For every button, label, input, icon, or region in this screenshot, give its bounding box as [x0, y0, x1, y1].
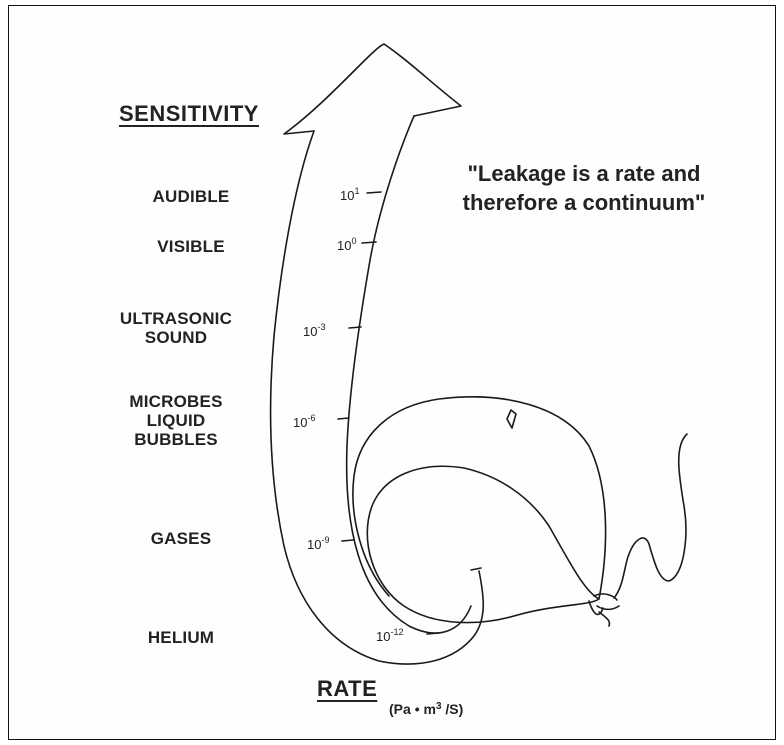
category-helium: HELIUM [111, 628, 251, 647]
category-ultrasonic-sound: ULTRASONIC SOUND [101, 309, 251, 347]
tick-line-1 [366, 191, 382, 194]
tick-label-4: 10-6 [293, 413, 315, 430]
sensitivity-heading: SENSITIVITY [119, 101, 259, 126]
balloon-icon [352, 396, 607, 624]
tick-line-2 [361, 241, 377, 244]
tick-label-3: 10-3 [303, 322, 325, 339]
diagram-frame: SENSITIVITY "Leakage is a rate and there… [8, 5, 776, 740]
tick-line-5 [341, 539, 354, 542]
quote-line-1: "Leakage is a rate and [467, 161, 701, 186]
tick-label-2: 100 [337, 236, 356, 253]
arrow-tail-cap [470, 567, 482, 571]
tick-line-3 [348, 326, 362, 329]
balloon-knot-icon [588, 593, 620, 627]
category-visible: VISIBLE [121, 237, 261, 256]
category-line: GASES [150, 529, 212, 548]
tick-label-1: 101 [340, 186, 359, 203]
quote: "Leakage is a rate and therefore a conti… [424, 159, 744, 218]
unit-exp: 3 [435, 701, 442, 712]
tick-line-6 [426, 632, 440, 635]
tick-exp: -12 [390, 627, 404, 637]
unit-m: m [423, 701, 436, 717]
tick-base: 10 [376, 629, 391, 644]
arrow-right-edge [345, 115, 472, 634]
category-line: VISIBLE [157, 237, 225, 256]
string-icon [613, 433, 688, 599]
rate-unit: (Pa • m3 /S) [389, 701, 463, 718]
leak-rate-diagram [269, 43, 688, 665]
tick-line-4 [337, 417, 350, 420]
category-line: BUBBLES [134, 430, 218, 450]
category-line: LIQUID [146, 411, 206, 431]
category-line: ULTRASONIC [119, 309, 233, 328]
unit-dot: • [414, 701, 420, 717]
tick-base: 10 [307, 537, 322, 552]
tick-exp: -3 [317, 322, 326, 332]
unit-suffix: /S) [445, 701, 464, 717]
category-line: MICROBES [129, 392, 223, 411]
unit-prefix: (Pa [389, 701, 411, 717]
balloon-glint-icon [506, 409, 517, 429]
quote-line-2: therefore a continuum" [462, 190, 706, 216]
tick-label-5: 10-9 [307, 535, 329, 552]
category-audible: AUDIBLE [121, 187, 261, 206]
arrow-up-icon [283, 43, 462, 135]
tick-exp: 0 [351, 236, 357, 246]
category-line: AUDIBLE [152, 187, 230, 206]
tick-base: 10 [303, 324, 318, 339]
tick-base: 10 [340, 188, 355, 203]
tick-base: 10 [337, 238, 352, 253]
category-line: SOUND [144, 328, 208, 348]
tick-exp: 1 [354, 186, 360, 196]
tick-label-6: 10-12 [376, 627, 403, 644]
tick-exp: -9 [321, 535, 330, 545]
tick-exp: -6 [307, 413, 316, 423]
rate-heading: RATE [317, 676, 378, 701]
tick-base: 10 [293, 415, 308, 430]
category-microbes-liquid-bubbles: MICROBES LIQUID BUBBLES [101, 392, 251, 449]
arrow-left-edge [269, 130, 485, 665]
category-line: HELIUM [147, 628, 215, 647]
category-gases: GASES [111, 529, 251, 548]
